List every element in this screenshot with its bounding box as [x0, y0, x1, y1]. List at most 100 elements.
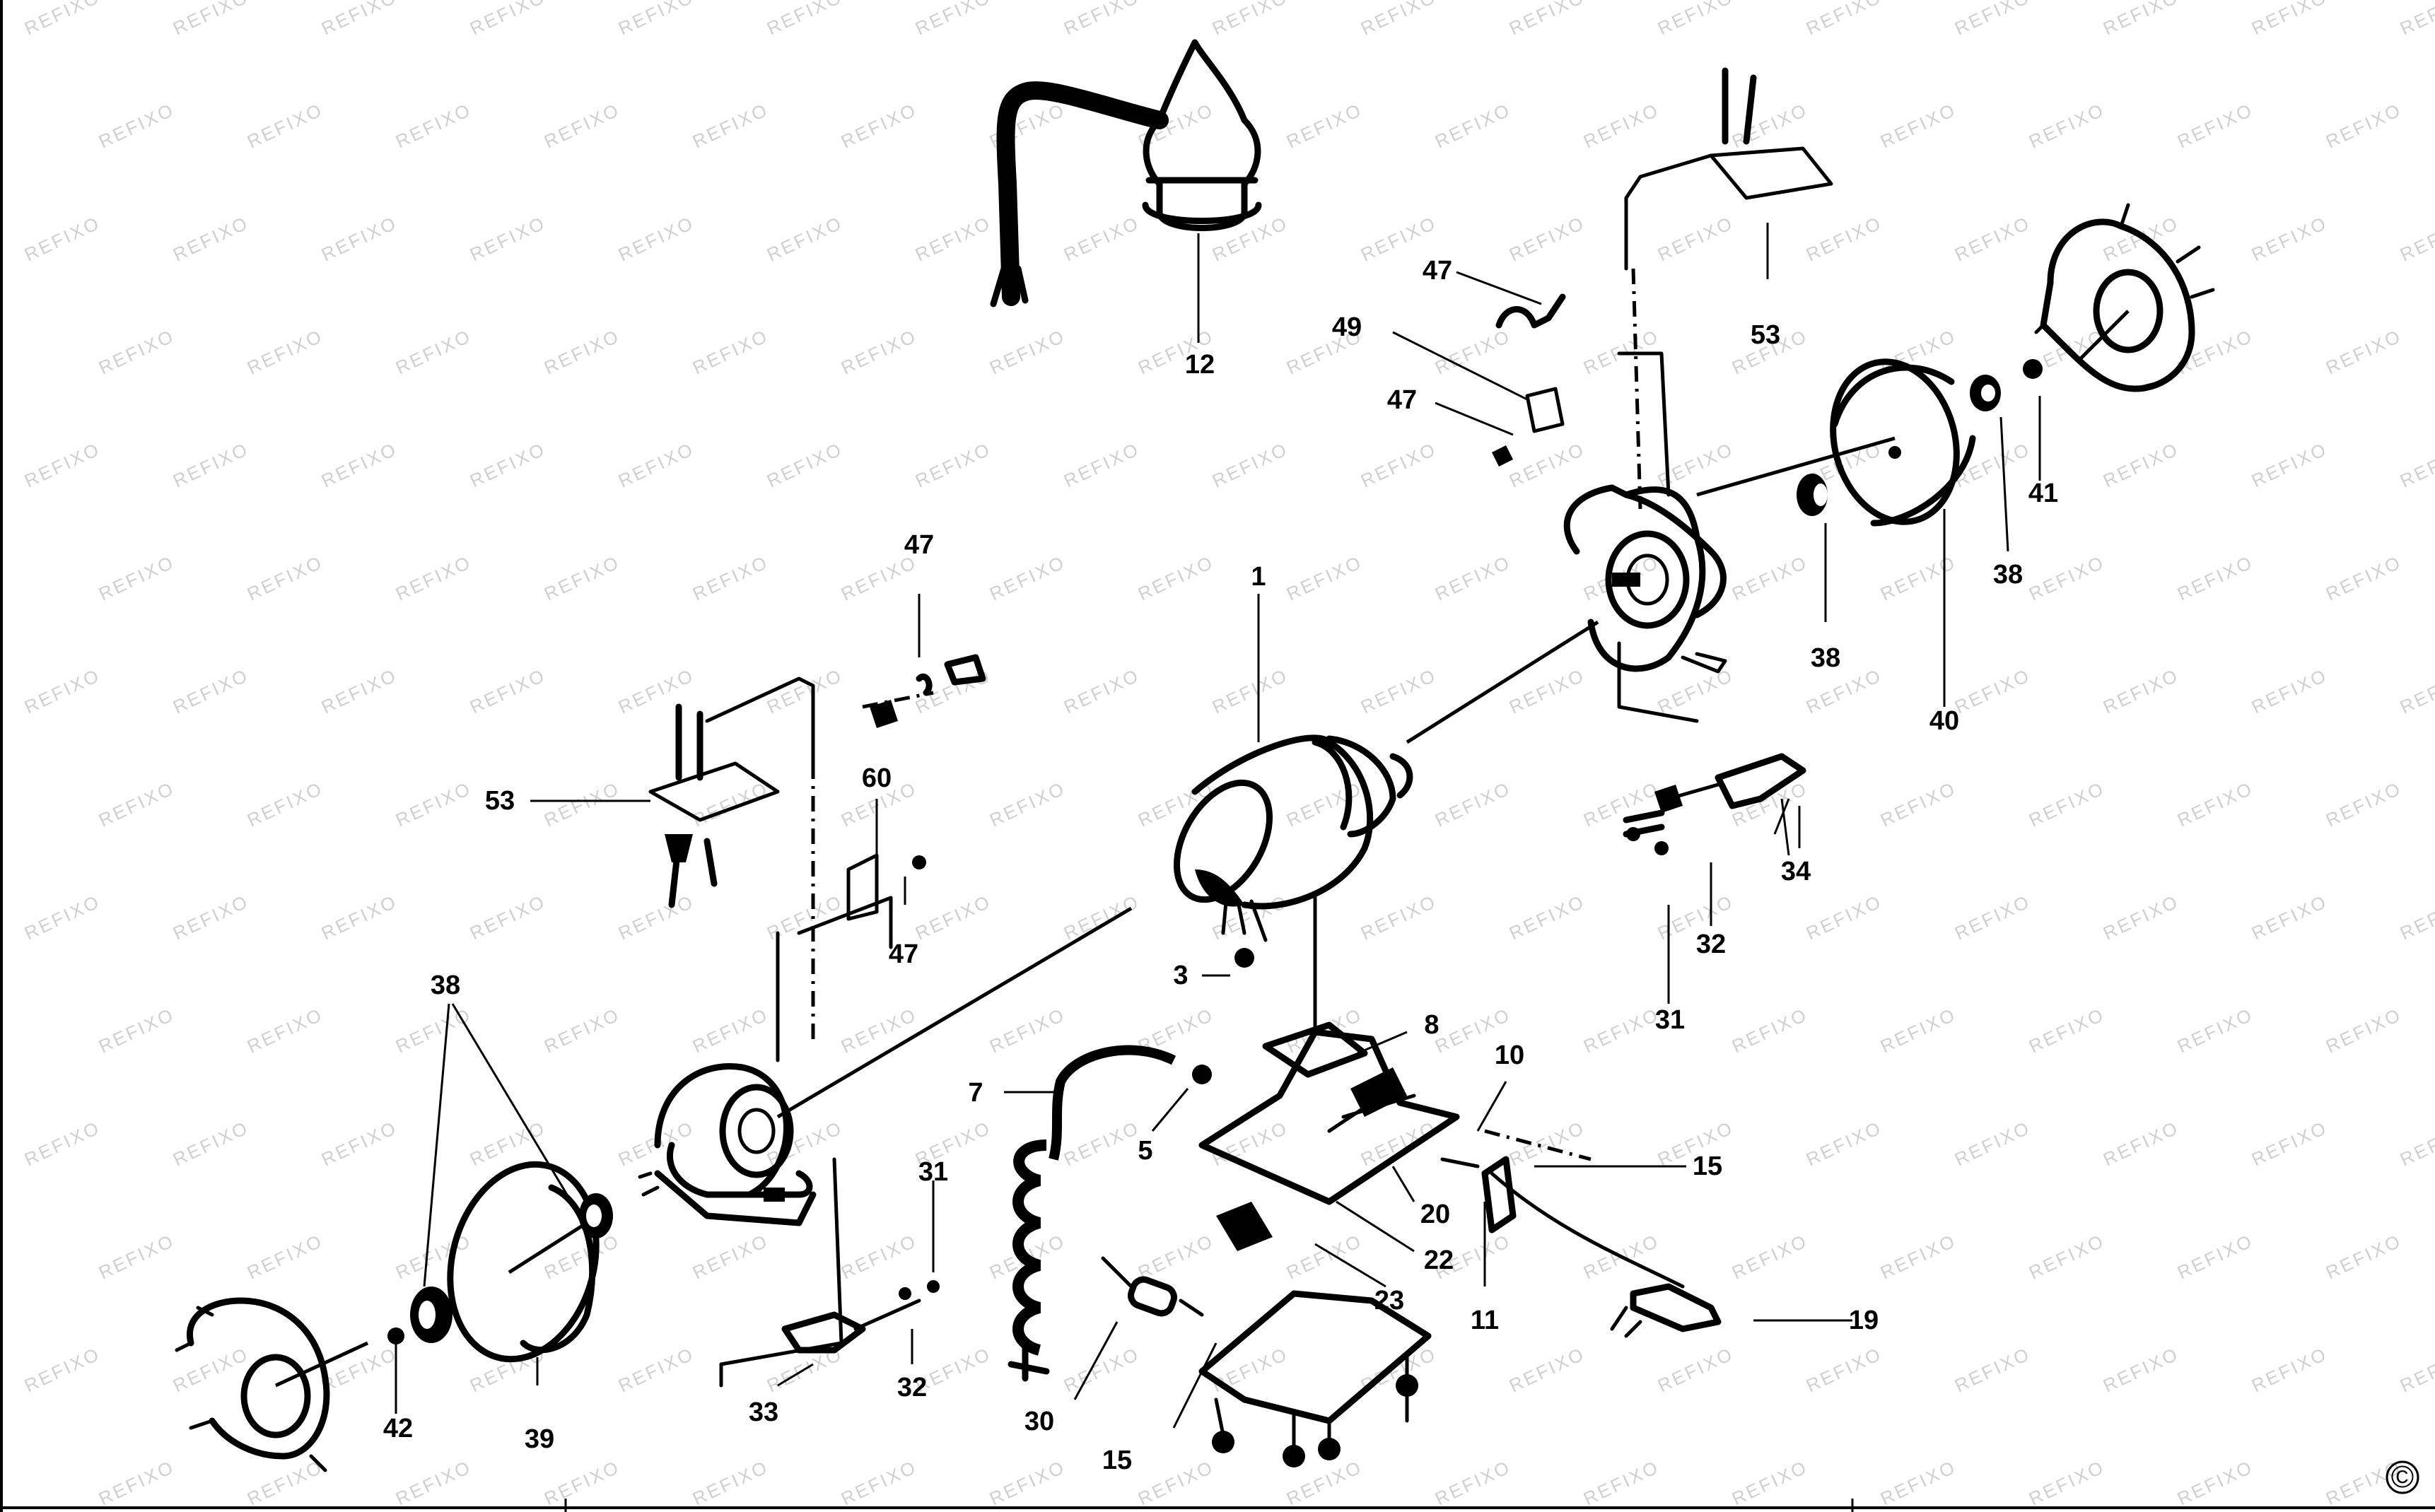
watermark-text: REFIXO: [2026, 778, 2108, 831]
watermark-text: REFIXO: [2026, 1230, 2108, 1284]
watermark-text: REFIXO: [2174, 99, 2257, 153]
callout-47-left: 47: [904, 530, 934, 560]
watermark-text: REFIXO: [986, 325, 1069, 379]
watermark-text: REFIXO: [2100, 438, 2183, 492]
watermark-text: REFIXO: [541, 1456, 624, 1510]
watermark-text: REFIXO: [986, 551, 1069, 605]
callout-53-left: 53: [485, 786, 515, 816]
callout-20: 20: [1420, 1200, 1450, 1229]
watermark-text: REFIXO: [1432, 778, 1514, 831]
watermark-text: REFIXO: [2100, 664, 2183, 718]
watermark-text: REFIXO: [615, 664, 698, 718]
watermark-text: REFIXO: [244, 1456, 327, 1510]
callout-19: 19: [1849, 1306, 1879, 1335]
watermark-text: REFIXO: [2174, 551, 2257, 605]
watermark-text: REFIXO: [689, 99, 772, 153]
watermark-text: REFIXO: [1654, 0, 1737, 39]
watermark-text: REFIXO: [1654, 1343, 1737, 1397]
watermark-text: REFIXO: [318, 664, 401, 718]
watermark-text: REFIXO: [1951, 891, 2034, 944]
watermark-text: REFIXO: [1209, 664, 1292, 718]
watermark-text: REFIXO: [2397, 664, 2435, 718]
watermark-text: REFIXO: [1951, 664, 2034, 718]
watermark-text: REFIXO: [2248, 212, 2331, 266]
power-cord-part-7: [1008, 1045, 1212, 1382]
left-wheel-guard: [638, 1063, 817, 1226]
watermark-text: REFIXO: [21, 891, 104, 944]
watermark-text: REFIXO: [244, 778, 327, 831]
watermark-text: REFIXO: [170, 1343, 252, 1397]
callout-49: 49: [1332, 312, 1362, 342]
watermark-text: REFIXO: [170, 438, 252, 492]
watermark-text: REFIXO: [2248, 1117, 2331, 1171]
watermark-text: REFIXO: [1877, 1456, 1960, 1510]
watermark-text: REFIXO: [1357, 1117, 1440, 1171]
watermark-text: REFIXO: [244, 551, 327, 605]
switch-part-11: [1440, 1156, 1517, 1233]
watermark-text: REFIXO: [244, 99, 327, 153]
watermark-text: REFIXO: [95, 1456, 178, 1510]
watermark-text: REFIXO: [1506, 891, 1589, 944]
motor-part-1: [1173, 734, 1413, 968]
callout-31-right: 31: [1655, 1005, 1685, 1035]
watermark-text: REFIXO: [21, 0, 104, 39]
watermark-text: REFIXO: [1283, 551, 1366, 605]
hardware-part-47-right: [1492, 293, 1566, 467]
right-outer-cover: [2034, 203, 2215, 392]
watermark-text: REFIXO: [912, 212, 995, 266]
left-eyeshield-part-53: [648, 676, 815, 908]
watermark-text: REFIXO: [912, 0, 995, 39]
callout-10: 10: [1495, 1041, 1524, 1070]
watermark-text: REFIXO: [170, 891, 252, 944]
watermark-text: REFIXO: [615, 212, 698, 266]
callout-3: 3: [1173, 961, 1188, 990]
callout-1: 1: [1251, 562, 1266, 592]
watermark-text: REFIXO: [95, 551, 178, 605]
watermark-text: REFIXO: [838, 99, 921, 153]
watermark-text: REFIXO: [318, 1343, 401, 1397]
callout-34: 34: [1781, 857, 1811, 886]
right-wheel-guard: [1563, 484, 1727, 674]
callout-38-left: 38: [431, 971, 460, 1000]
watermark-text: REFIXO: [95, 99, 178, 153]
assembly-guide-lines: [719, 268, 1699, 1388]
watermark-text: REFIXO: [912, 438, 995, 492]
watermark-text: REFIXO: [838, 1456, 921, 1510]
copyright-mark: ©: [2386, 1460, 2419, 1494]
watermark-text: REFIXO: [2323, 1004, 2405, 1057]
watermark-text: REFIXO: [2026, 1456, 2108, 1510]
watermark-text: REFIXO: [2248, 438, 2331, 492]
left-outer-cover: [175, 1297, 369, 1472]
capacitor-part-30: [1101, 1256, 1204, 1317]
watermark-text: REFIXO: [2323, 1230, 2405, 1284]
callout-15-right: 15: [1693, 1151, 1722, 1181]
callout-11: 11: [1471, 1306, 1499, 1335]
watermark-text: REFIXO: [764, 212, 846, 266]
watermark-text: REFIXO: [392, 325, 475, 379]
watermark-text: REFIXO: [541, 778, 624, 831]
watermark-text: REFIXO: [1877, 1230, 1960, 1284]
watermark-text: REFIXO: [2026, 99, 2108, 153]
watermark-text: REFIXO: [1506, 212, 1589, 266]
watermark-text: REFIXO: [467, 212, 549, 266]
tool-rest-part-33: [781, 1280, 940, 1354]
watermark-text: REFIXO: [21, 664, 104, 718]
watermark-text: REFIXO: [2100, 0, 2183, 39]
watermark-text: REFIXO: [1283, 778, 1366, 831]
callout-32-left: 32: [897, 1373, 927, 1402]
watermark-text: REFIXO: [1877, 551, 1960, 605]
watermark-text: REFIXO: [2397, 438, 2435, 492]
watermark-text: REFIXO: [1061, 1117, 1143, 1171]
watermark-text: REFIXO: [318, 0, 401, 39]
watermark-text: REFIXO: [986, 1004, 1069, 1057]
watermark-text: REFIXO: [2174, 1004, 2257, 1057]
left-flange-inner-part-38: [387, 1287, 452, 1344]
watermark-text: REFIXO: [838, 325, 921, 379]
callout-30: 30: [1024, 1407, 1054, 1436]
watermark-text: REFIXO: [764, 438, 846, 492]
watermark-text: REFIXO: [1803, 891, 1886, 944]
watermark-text: REFIXO: [244, 1004, 327, 1057]
watermark-text: REFIXO: [170, 1117, 252, 1171]
copyright-symbol: ©: [2391, 1460, 2414, 1494]
watermark-text: REFIXO: [95, 1230, 178, 1284]
